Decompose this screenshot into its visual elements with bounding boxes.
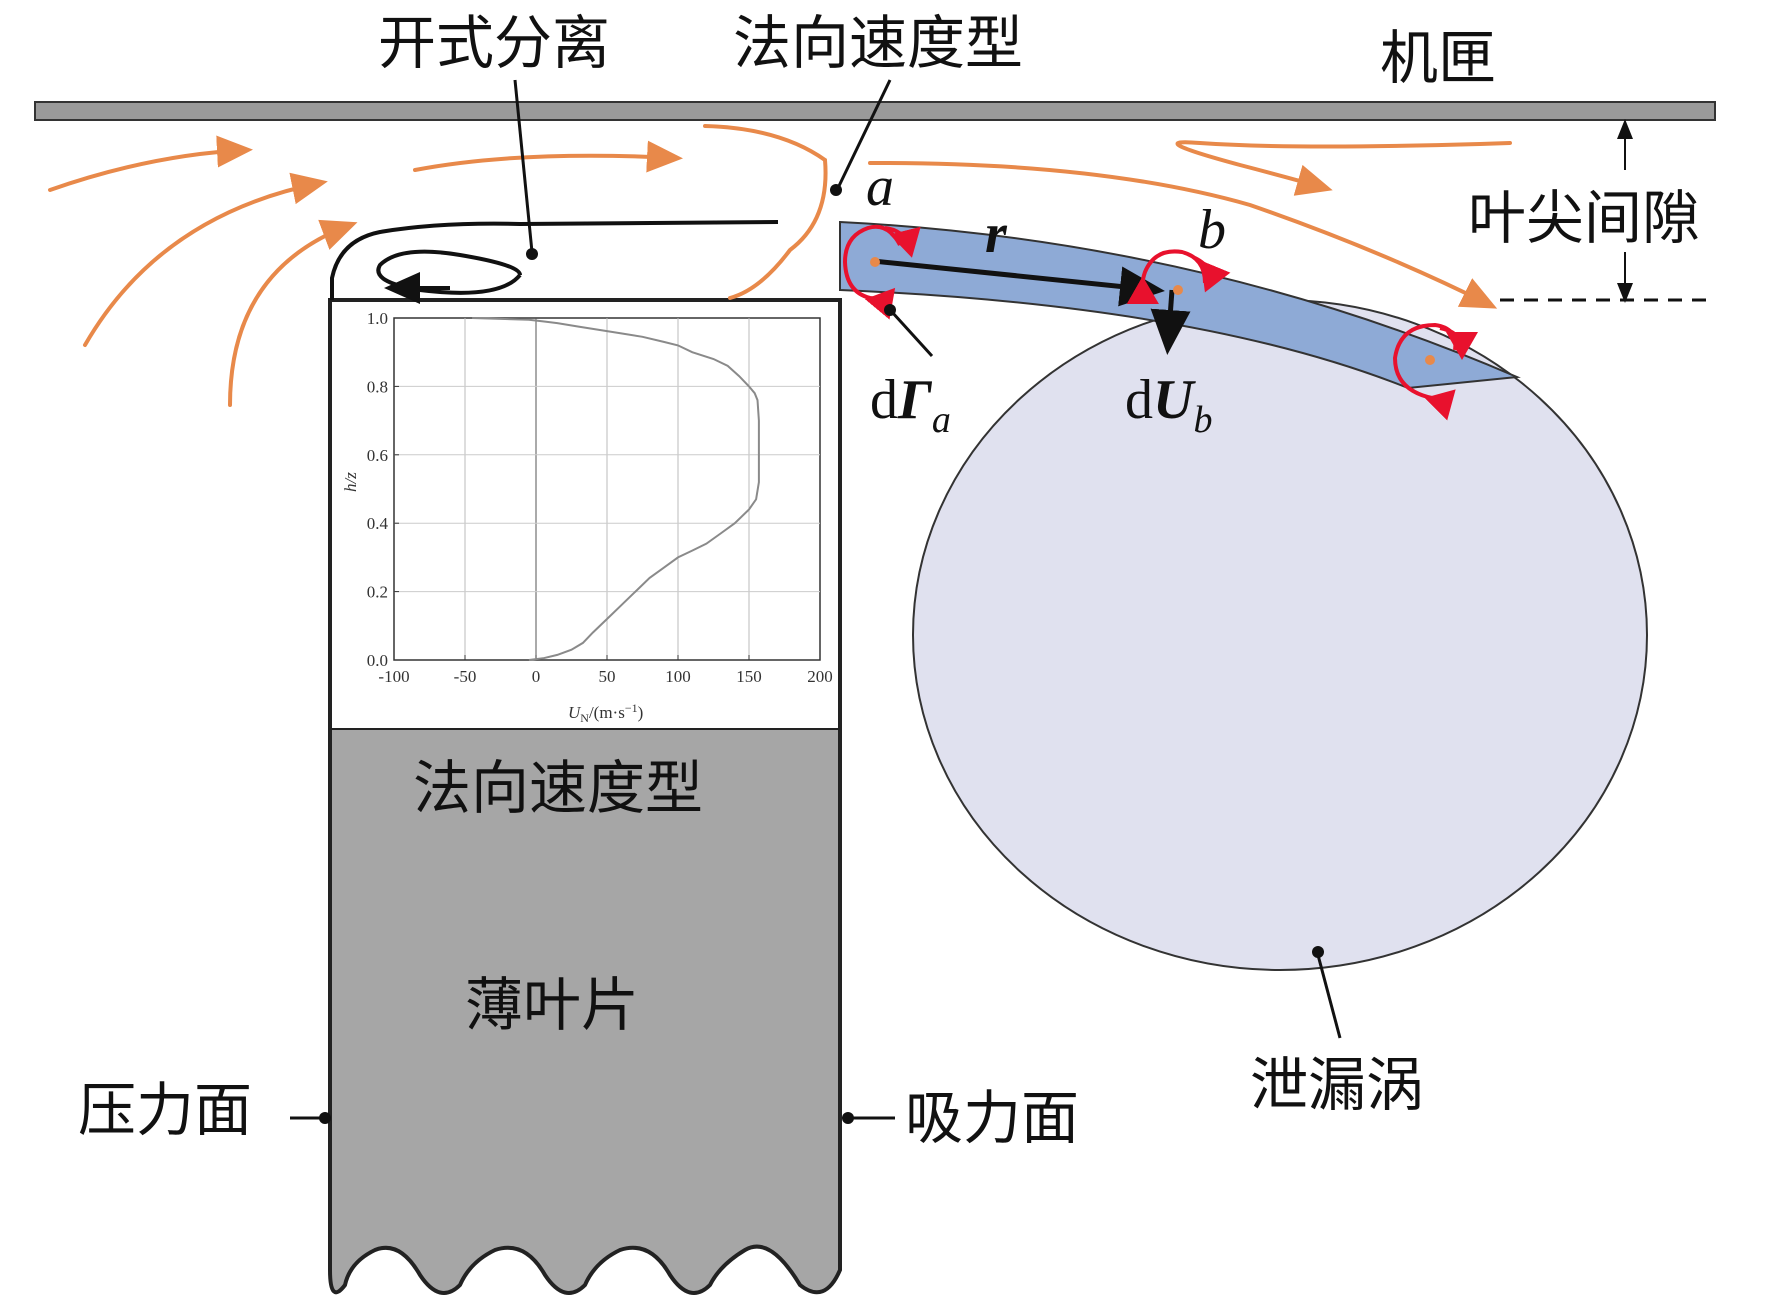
label-leakage-vortex: 泄漏涡 <box>1250 1051 1424 1119</box>
flow-line-5 <box>703 124 828 300</box>
inset-y-tick-label: 0.8 <box>367 377 388 396</box>
inset-x-tick-label: 50 <box>599 667 616 686</box>
separation-recirculation <box>376 249 522 295</box>
circulation-a <box>842 224 921 320</box>
flow-line-4 <box>413 140 683 173</box>
flow-line-3 <box>228 219 358 407</box>
label-point-a: a <box>866 156 894 218</box>
radius-vector <box>872 258 1165 307</box>
inset-velocity-profile-chart: -100 -50 0 50 100 150 200 0.0 0.2 0.4 0.6 0.8 1.0 h/… <box>341 309 833 725</box>
inset-y-tick-label: 0.4 <box>367 514 389 533</box>
leakage-vortex-core <box>912 299 1648 971</box>
leader-suction-surface <box>842 1112 895 1124</box>
inset-y-axis-label: h/z <box>341 472 360 492</box>
inset-x-axis-label: UN/(m·s−1) <box>568 701 643 725</box>
label-pressure-surface: 压力面 <box>78 1076 252 1144</box>
leader-normal-velocity <box>830 79 892 196</box>
flow-line-1 <box>48 135 253 192</box>
inset-grid <box>394 318 820 660</box>
inset-y-tick-label: 0.2 <box>367 583 388 602</box>
leader-leakage-vortex <box>1312 946 1342 1039</box>
flow-line-6 <box>868 160 1498 309</box>
leader-pressure-surface <box>290 1112 331 1124</box>
label-normal-velocity-blade: 法向速度型 <box>413 754 703 822</box>
leader-dgamma <box>884 304 934 358</box>
flow-line-7 <box>1175 140 1512 196</box>
label-tip-clearance: 叶尖间隙 <box>1468 184 1700 252</box>
inset-y-tick-label: 1.0 <box>367 309 388 328</box>
label-dgamma: dΓa <box>870 369 951 441</box>
blade-body <box>328 726 842 1295</box>
label-casing: 机匣 <box>1380 24 1496 92</box>
label-thin-blade: 薄叶片 <box>465 971 639 1039</box>
inset-y-tick-label: 0.6 <box>367 446 388 465</box>
label-radius-r: r <box>985 203 1008 265</box>
inset-profile-line <box>472 317 760 661</box>
circulation-c <box>1392 322 1478 421</box>
tip-separation-outline <box>330 220 779 300</box>
blade-outline-top <box>328 298 842 730</box>
label-du: dUb <box>1125 369 1212 441</box>
leader-open-separation <box>513 79 538 260</box>
label-point-b: b <box>1198 199 1226 261</box>
du-vector <box>1150 289 1191 355</box>
inset-x-tick-label: 100 <box>665 667 691 686</box>
inset-x-tick-label: -50 <box>454 667 477 686</box>
inset-y-tick-label: 0.0 <box>367 651 388 670</box>
inset-x-tick-label: 150 <box>736 667 762 686</box>
inset-x-tick-label: 200 <box>807 667 833 686</box>
label-suction-surface: 吸力面 <box>905 1084 1079 1152</box>
label-normal-velocity-top: 法向速度型 <box>733 9 1023 77</box>
vortex-sheet <box>839 220 1521 390</box>
inset-ticks: -100 -50 0 50 100 150 200 0.0 0.2 0.4 0.6 0.8 1.0 <box>367 309 833 686</box>
circulation-b <box>1126 249 1231 304</box>
inset-x-tick-label: -100 <box>378 667 409 686</box>
inset-x-tick-label: 0 <box>532 667 541 686</box>
label-open-separation: 开式分离 <box>378 9 610 77</box>
flow-line-2 <box>83 172 328 347</box>
